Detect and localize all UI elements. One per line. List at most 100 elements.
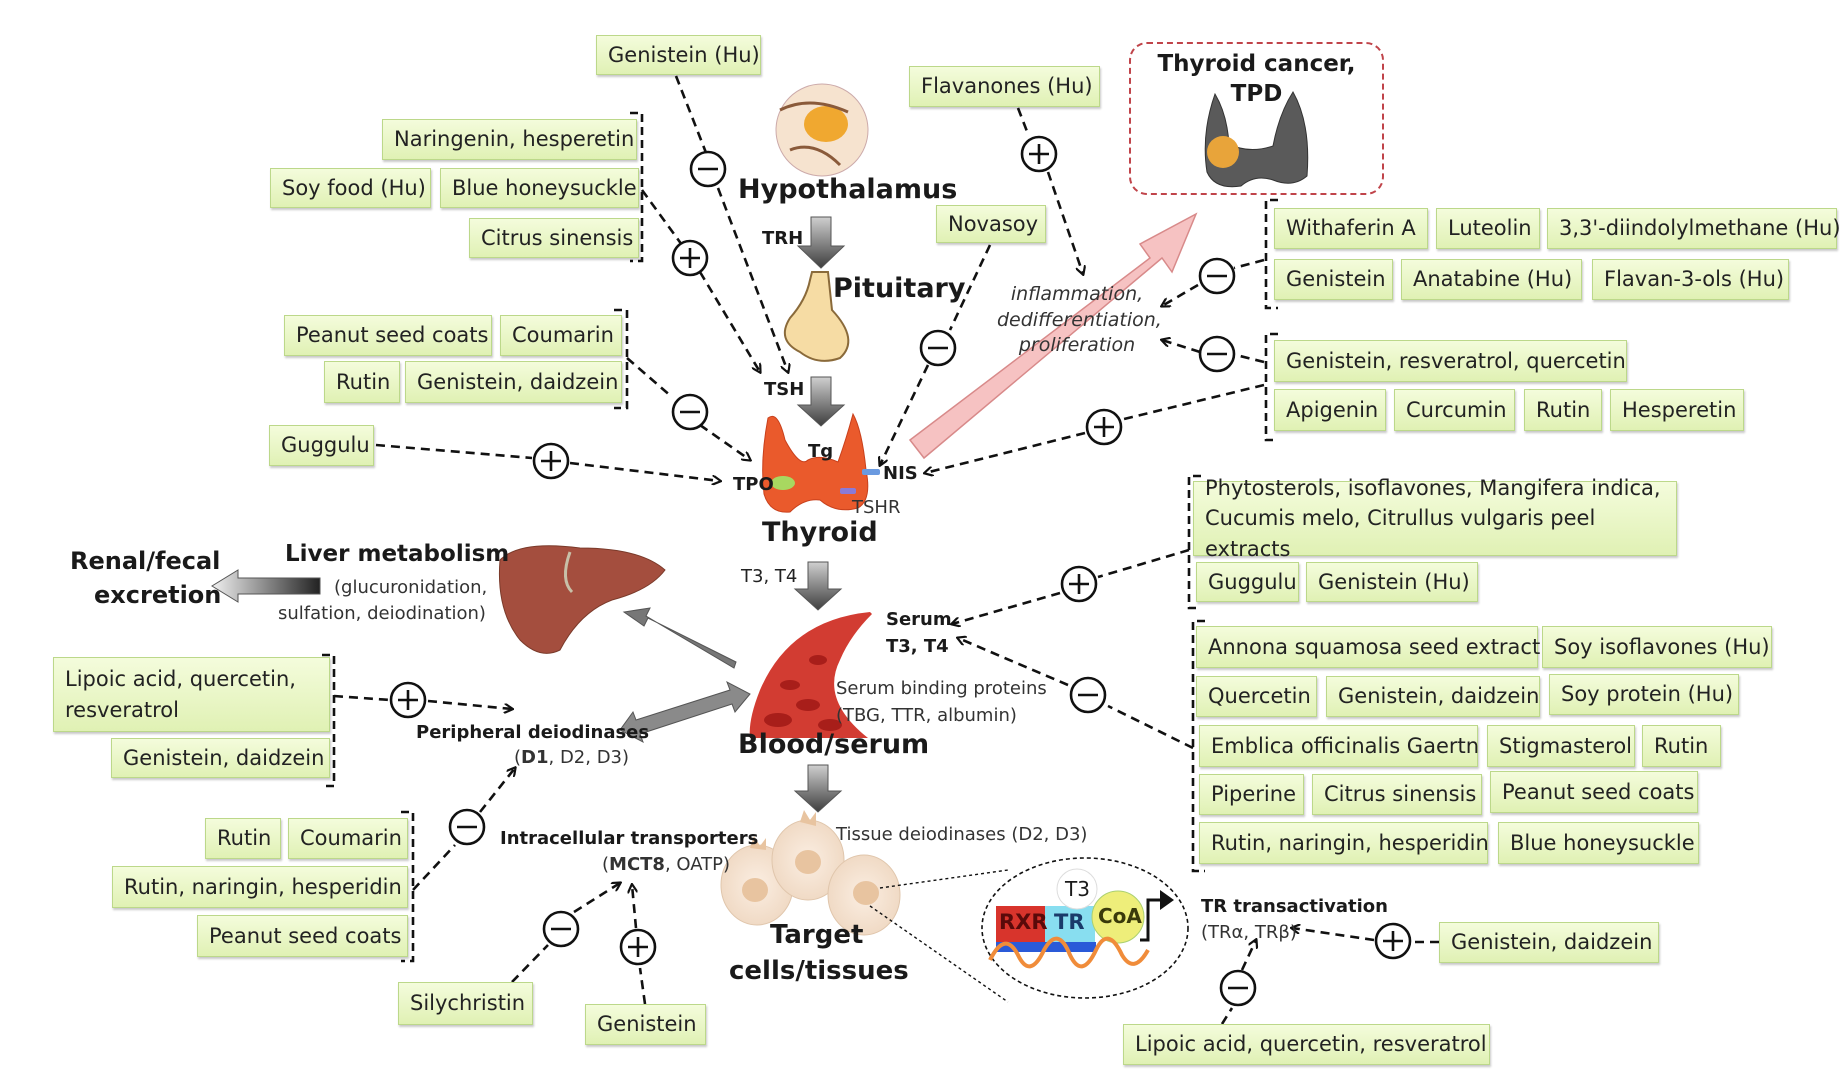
compound-box: Guggulu — [1196, 562, 1299, 602]
serum-label-line1: Serum — [886, 609, 952, 630]
blood-serum-label: Blood/serum — [738, 729, 930, 760]
mct8-bold: MCT8 — [609, 854, 665, 875]
liver-metabolism-title: Liver metabolism — [285, 541, 510, 567]
trh-label: TRH — [762, 228, 804, 249]
oatp: , OATP) — [664, 854, 731, 875]
thyroid-cancer-box: Thyroid cancer, TPD — [1129, 42, 1384, 195]
bracket-group5 — [1187, 474, 1201, 610]
bracket-group6 — [1191, 619, 1205, 873]
connector-group5-serum — [952, 548, 1190, 624]
thyroid-cancer-line1: Thyroid cancer, — [1157, 51, 1356, 77]
plus-sign-icon — [671, 239, 709, 277]
bracket-group7 — [322, 653, 336, 788]
connector-group8-deiodinases — [412, 768, 515, 891]
compound-box: Genistein (Hu) — [1306, 562, 1478, 602]
compound-box: Luteolin — [1436, 208, 1540, 249]
compound-box: Emblica officinalis Gaertn — [1199, 725, 1479, 767]
tr-label: TR — [1054, 910, 1085, 934]
compound-box: Annona squamosa seed extract — [1196, 626, 1540, 668]
hypothalamus-label: Hypothalamus — [738, 174, 958, 205]
paren: ( — [514, 747, 522, 768]
tissue-deiodinases-label: Tissue deiodinases (D2, D3) — [836, 824, 1088, 845]
tg-label: Tg — [808, 441, 834, 462]
compound-box: Soy food (Hu) — [270, 168, 431, 208]
compound-box: Soy protein (Hu) — [1549, 674, 1739, 715]
compound-box: Rutin, naringin, hesperidin — [112, 866, 408, 908]
compound-box: Curcumin — [1394, 389, 1515, 431]
compound-box: Genistein, resveratrol, quercetin — [1274, 340, 1627, 382]
compound-box: Anatabine (Hu) — [1401, 259, 1582, 300]
liver-illustration — [498, 545, 666, 654]
serum-binding-proteins-line2: (TBG, TTR, albumin) — [836, 705, 1017, 726]
compound-box: Blue honeysuckle — [1498, 822, 1699, 864]
paren: ( — [602, 854, 610, 875]
arrow-blood-liver — [622, 607, 737, 669]
connector-genistein-transporters — [632, 885, 647, 1005]
compound-box: Citrus sinensis — [1312, 774, 1482, 815]
cancer-arrow — [908, 212, 1198, 460]
compound-box: Peanut seed coats — [197, 915, 408, 957]
compound-box: Rutin — [205, 818, 281, 859]
compound-box: Genistein — [585, 1004, 706, 1045]
compound-box: Coumarin — [500, 315, 622, 356]
compound-box: Blue honeysuckle — [440, 168, 639, 208]
arrow-excretion — [211, 569, 321, 603]
effect-proliferation: proliferation — [1018, 334, 1136, 357]
minus-sign-icon — [1198, 257, 1236, 295]
peripheral-deiodinases-label: Peripheral deiodinases — [416, 722, 650, 743]
cancer-effects: inflammation, dedifferentiation, prolife… — [997, 282, 1162, 359]
compound-box: Genistein (Hu) — [596, 35, 761, 75]
compound-box: Rutin, naringin, hesperidin — [1199, 822, 1489, 864]
plus-sign-icon — [1374, 922, 1412, 960]
compound-box: Genistein, daidzein — [1326, 676, 1540, 717]
d2-d3: , D2, D3) — [548, 747, 630, 768]
tshr-label: TSHR — [852, 497, 901, 518]
serum-label-line2: T3, T4 — [886, 636, 949, 657]
compound-box: Genistein, daidzein — [405, 361, 622, 403]
connector-group1-tsh — [640, 189, 760, 372]
connector-group4-proliferation — [1162, 340, 1265, 364]
compound-box: Apigenin — [1274, 389, 1386, 431]
tsh-label: TSH — [764, 379, 805, 400]
target-cells-illustration — [720, 810, 901, 936]
group-brackets — [322, 111, 1278, 963]
compound-box: Coumarin — [288, 818, 408, 859]
minus-sign-icon — [689, 150, 727, 188]
minus-sign-icon — [1198, 335, 1236, 373]
target-label-line2: cells/tissues — [729, 956, 909, 986]
compound-box: Rutin — [1524, 389, 1602, 431]
renal-fecal-line2: excretion — [94, 581, 222, 609]
effect-inflammation: inflammation, — [1010, 283, 1144, 305]
connector-novasoy-nis — [880, 244, 992, 465]
bracket-group4 — [1264, 332, 1278, 442]
renal-fecal-line1: Renal/fecal — [70, 547, 221, 575]
sign-circles — [389, 135, 1412, 1007]
connector-group3-inflammation — [1162, 258, 1265, 306]
d1-bold: D1 — [521, 747, 549, 768]
plus-sign-icon — [619, 928, 657, 966]
arrow-blood-deiodinases — [619, 680, 751, 744]
arrow-trh — [796, 216, 846, 269]
connector-group4-nis — [925, 383, 1265, 473]
bracket-group1 — [630, 111, 644, 263]
thyroid-illustration — [762, 412, 880, 513]
tr-complex-illustration — [869, 857, 1189, 1003]
liver-metabolism-sub2: sulfation, deiodination) — [278, 603, 486, 624]
compound-box: Silychristin — [398, 982, 533, 1025]
arrow-target — [793, 764, 843, 813]
connector-flavanones-inflammation — [1016, 107, 1083, 274]
compound-box: Soy isoflavones (Hu) — [1542, 626, 1772, 668]
t3t4-label: T3, T4 — [741, 566, 798, 587]
tpo-label: TPO — [733, 474, 774, 495]
plus-sign-icon — [532, 442, 570, 480]
connector-lines — [333, 75, 1439, 1025]
minus-sign-icon — [1069, 676, 1107, 714]
thyroid-cancer-title: Thyroid cancer, TPD — [1131, 50, 1382, 110]
minus-sign-icon — [671, 393, 709, 431]
compound-box: Piperine — [1199, 774, 1304, 815]
compound-box: Peanut seed coats — [284, 315, 492, 356]
compound-box: Genistein — [1274, 259, 1393, 300]
intracellular-transporters-label: Intracellular transporters — [500, 828, 759, 849]
coa-label: CoA — [1098, 904, 1142, 928]
